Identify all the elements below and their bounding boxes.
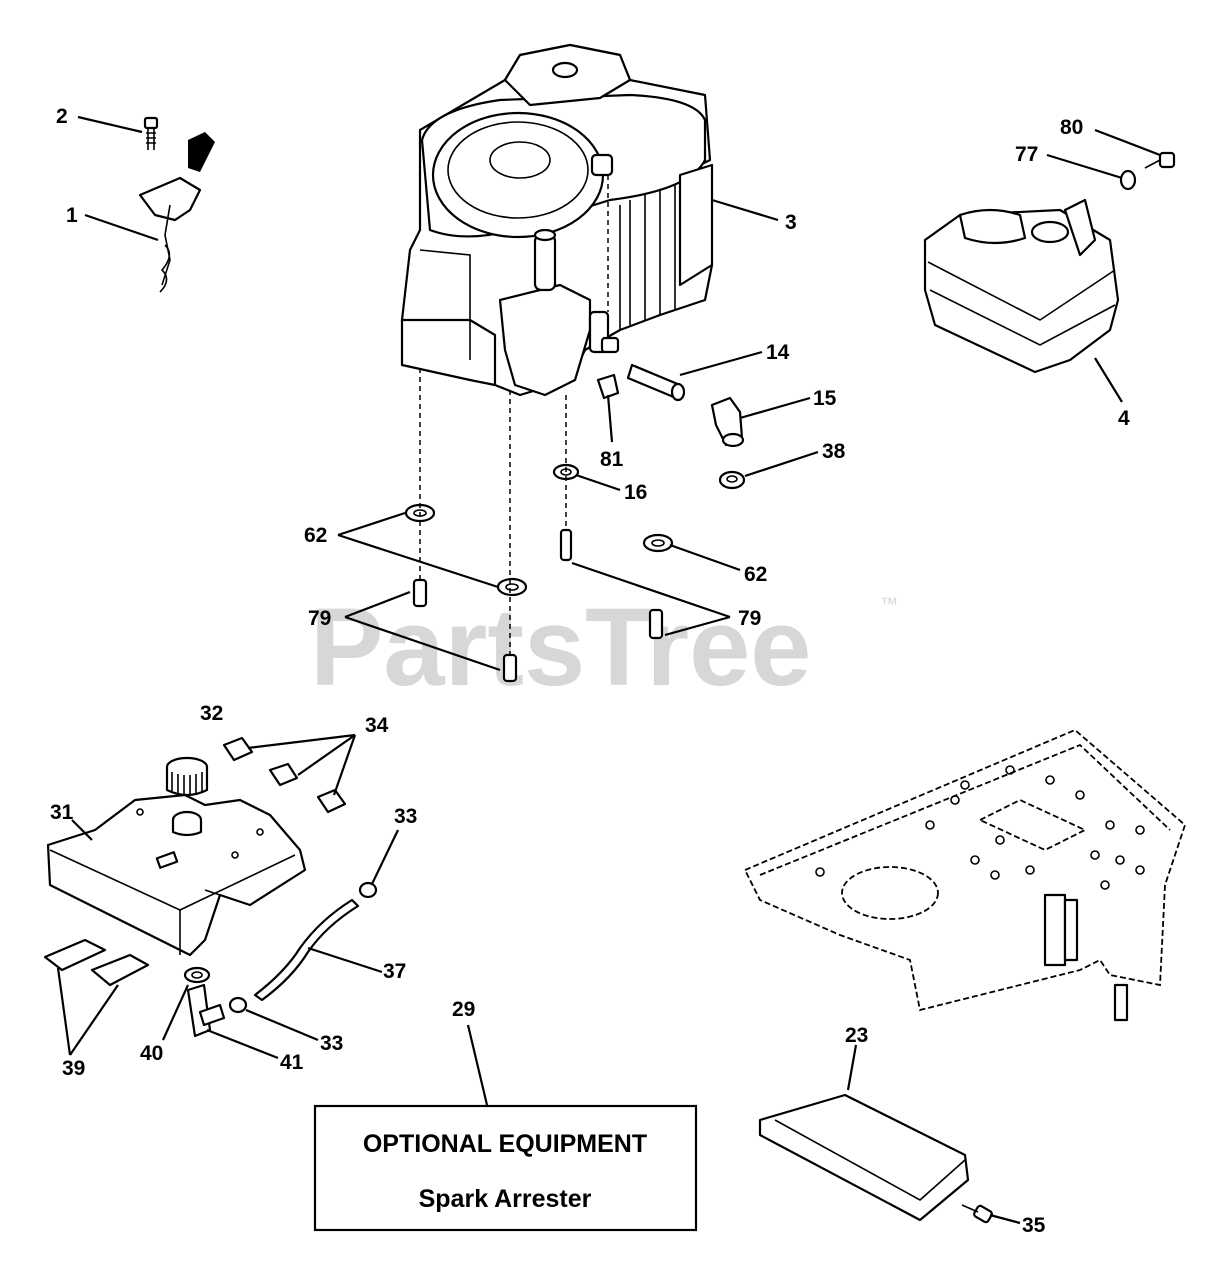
callout-3: 3 (785, 211, 797, 234)
cap-part-32 (165, 756, 209, 837)
callout-29: 29 (452, 998, 475, 1021)
screw-part-2 (143, 116, 159, 150)
callout-1: 1 (66, 204, 78, 227)
fitting-part-81 (596, 373, 620, 400)
callout-62-left: 62 (304, 524, 327, 547)
bolt-part-80 (1144, 151, 1176, 169)
callout-39: 39 (62, 1057, 85, 1080)
callout-31: 31 (50, 801, 74, 824)
callout-81: 81 (600, 448, 624, 471)
washer-part-62 (404, 503, 674, 597)
optional-equipment-subtitle: Spark Arrester (419, 1185, 592, 1213)
engine-part-3 (400, 43, 714, 397)
elbow-fitting-part-15 (710, 396, 745, 448)
watermark-trademark: ™ (880, 594, 898, 614)
callout-38: 38 (822, 440, 846, 463)
callout-37: 37 (383, 960, 406, 983)
optional-equipment-box: OPTIONAL EQUIPMENT Spark Arrester (313, 1104, 698, 1232)
callout-33-top: 33 (394, 805, 417, 828)
callout-4: 4 (1118, 407, 1130, 430)
callout-16: 16 (624, 481, 647, 504)
callout-15: 15 (813, 387, 837, 410)
callout-41: 41 (280, 1051, 304, 1074)
deflector-part-23 (758, 1093, 970, 1222)
callout-79-right: 79 (738, 607, 761, 630)
choke-control-part-1 (138, 132, 215, 293)
frame-chassis (743, 728, 1187, 1022)
screw-part-35 (961, 1204, 993, 1224)
optional-equipment-title: OPTIONAL EQUIPMENT (363, 1130, 647, 1158)
watermark: PartsTree (310, 586, 811, 709)
nut-part-38 (718, 470, 746, 490)
callout-80: 80 (1060, 116, 1083, 139)
spark-arrester-part-31 (46, 793, 307, 957)
callout-33-bottom: 33 (320, 1032, 343, 1055)
muffler-part-4 (923, 198, 1120, 374)
callout-62-right: 62 (744, 563, 767, 586)
screen-part-34 (222, 736, 347, 814)
callout-32: 32 (200, 702, 223, 725)
callout-77: 77 (1015, 143, 1038, 166)
fuel-hose-part-14 (600, 336, 686, 402)
callout-23: 23 (845, 1024, 868, 1047)
fitting-part-41 (186, 983, 226, 1038)
callout-2: 2 (56, 105, 68, 128)
clamp-part-33 (228, 881, 378, 1014)
callout-34: 34 (365, 714, 389, 737)
callout-79-left: 79 (308, 607, 331, 630)
washer-part-77 (1119, 169, 1137, 191)
grommet-part-40 (183, 966, 211, 984)
hose-part-37 (253, 898, 360, 1002)
screen-part-39 (43, 938, 150, 987)
callout-40: 40 (140, 1042, 163, 1065)
callout-14: 14 (766, 341, 790, 364)
callout-35: 35 (1022, 1214, 1046, 1237)
